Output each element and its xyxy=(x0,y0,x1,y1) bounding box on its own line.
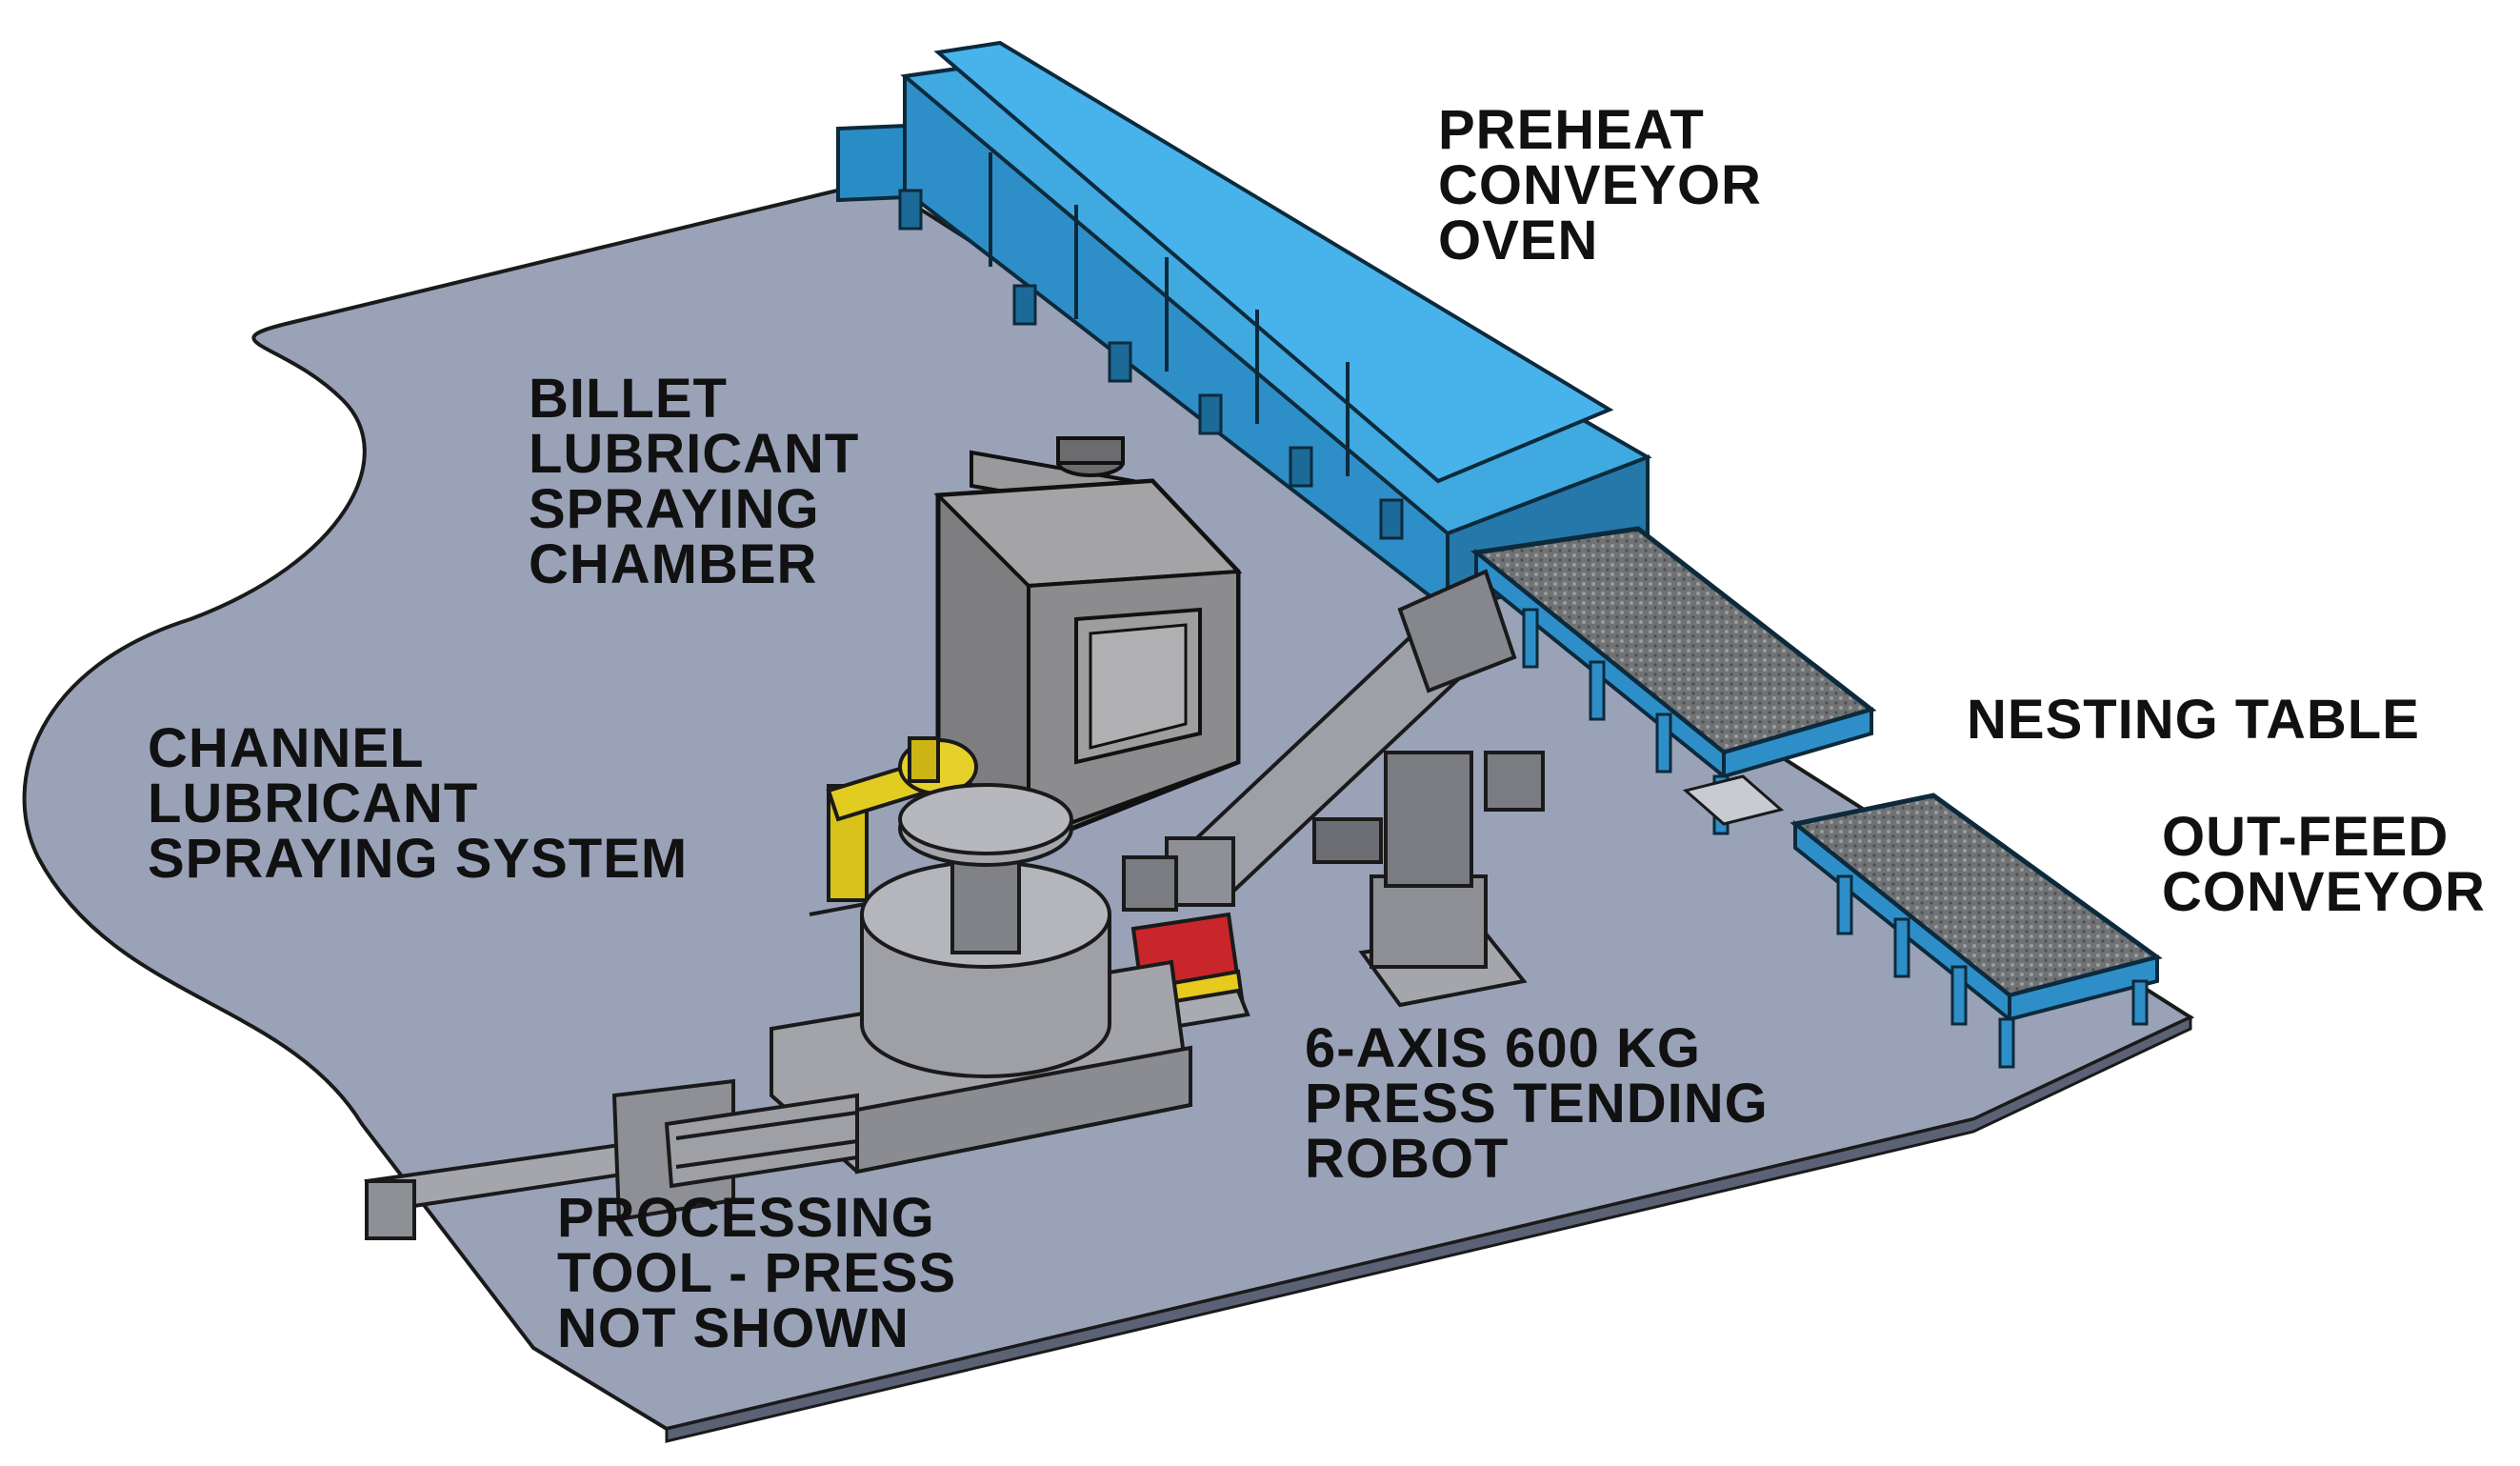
billet-lubricant-chamber xyxy=(933,436,1243,841)
label-channel-system: CHANNEL LUBRICANT SPRAYING SYSTEM xyxy=(148,717,689,890)
label-outfeed-conveyor: OUT-FEED CONVEYOR xyxy=(2162,806,2486,923)
press-tending-robot xyxy=(1122,569,1545,1008)
nesting-table xyxy=(1470,526,1877,835)
label-nesting-table: NESTING TABLE xyxy=(1967,689,2420,751)
horizontal-ram xyxy=(364,1078,859,1240)
label-preheat-oven: PREHEAT CONVEYOR OVEN xyxy=(1438,99,1762,271)
processing-tool-press xyxy=(770,783,1193,1175)
channel-spray-arm xyxy=(809,736,978,916)
floor-plate-edge xyxy=(665,1014,2192,1443)
out-feed-conveyor xyxy=(1682,774,2163,1069)
label-robot: 6-AXIS 600 KG PRESS TENDING ROBOT xyxy=(1305,1017,1769,1190)
label-processing-tool: PROCESSING TOOL - PRESS NOT SHOWN xyxy=(557,1187,957,1359)
label-billet-chamber: BILLET LUBRICANT SPRAYING CHAMBER xyxy=(529,368,860,595)
